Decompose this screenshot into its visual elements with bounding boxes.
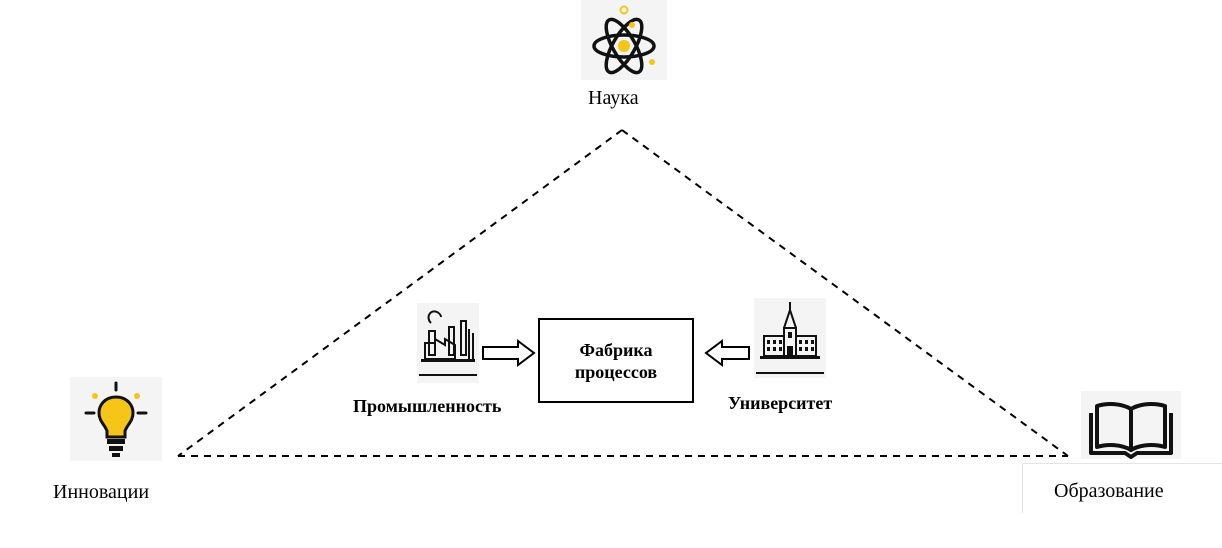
- industry-icon-tile: [417, 303, 479, 383]
- open-book-icon: [1089, 402, 1173, 459]
- triangle-right-edge: [621, 129, 1069, 457]
- education-icon-tile: [1081, 391, 1181, 459]
- education-divider-vertical: [1022, 463, 1023, 513]
- lightbulb-icon: [84, 381, 148, 457]
- process-factory-box: Фабрика процессов: [538, 318, 694, 403]
- triangle-left-edge: [177, 129, 623, 457]
- arrow-university-to-box: [704, 339, 750, 367]
- university-building-icon: [756, 302, 824, 374]
- science-icon-tile: [581, 0, 667, 80]
- innovation-icon-tile: [70, 377, 162, 461]
- process-factory-line1: Фабрика: [579, 339, 653, 360]
- arrow-industry-to-box: [482, 339, 536, 367]
- factory-icon: [419, 310, 477, 376]
- innovation-label: Инновации: [53, 481, 150, 503]
- process-factory-line2: процессов: [574, 361, 658, 382]
- education-divider-horizontal: [1022, 463, 1222, 464]
- university-icon-tile: [754, 298, 826, 378]
- atom-icon: [592, 5, 656, 75]
- university-label: Университет: [728, 393, 833, 413]
- education-label: Образование: [1054, 480, 1164, 502]
- science-label: Наука: [588, 87, 639, 109]
- industry-label: Промышленность: [353, 396, 502, 416]
